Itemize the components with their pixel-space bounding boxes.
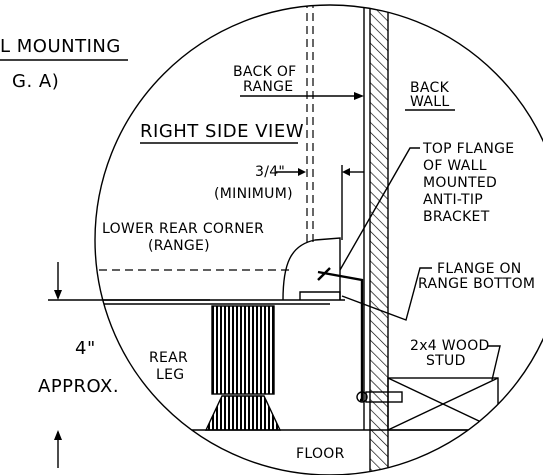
rear-leg-label-1: REAR — [149, 350, 188, 366]
range-bottom-flange — [299, 291, 341, 300]
height-note: APPROX. — [38, 376, 119, 397]
bracket-top-flange — [317, 267, 331, 281]
rear-leg-foot — [204, 395, 282, 431]
rear-leg-label-2: LEG — [156, 367, 184, 383]
screw-head — [356, 391, 368, 403]
anti-tip-bracket — [317, 270, 364, 402]
dimension-value: 3/4" — [255, 164, 285, 180]
stud-cross-b — [387, 377, 499, 431]
height-arrow-up — [54, 430, 62, 440]
height-arrow-down — [54, 290, 62, 300]
header-line-1: L MOUNTING — [0, 36, 121, 57]
top-flange-label-4: ANTI-TIP — [423, 192, 483, 208]
top-flange-label-2: OF WALL — [423, 158, 487, 174]
back-of-range-arrowhead — [354, 92, 364, 100]
rear-leg — [211, 305, 275, 395]
dimension-arrow-right — [342, 168, 350, 176]
top-flange-leader — [339, 147, 420, 271]
back-of-range-label-2: RANGE — [243, 79, 293, 95]
header-line-2: G. A) — [12, 71, 59, 92]
stud-label-2: STUD — [426, 353, 466, 369]
flange-on-leader — [341, 267, 432, 321]
height-value: 4" — [75, 338, 96, 359]
back-of-range-label-1: BACK OF — [233, 64, 297, 80]
back-wall-label-2: WALL — [410, 94, 449, 110]
top-flange-label-3: MOUNTED — [423, 175, 497, 191]
flange-on-label-2: RANGE BOTTOM — [418, 276, 535, 292]
top-flange-label-1: TOP FLANGE — [422, 141, 514, 157]
top-flange-label-5: BRACKET — [423, 209, 490, 225]
flange-on-label-1: FLANGE ON — [437, 261, 522, 277]
detail-circle — [94, 4, 543, 475]
right-side-view-label: RIGHT SIDE VIEW — [140, 121, 304, 142]
back-wall-label-1: BACK — [410, 80, 450, 96]
stud-label-1: 2x4 WOOD — [410, 338, 490, 354]
stud-leader — [488, 345, 501, 381]
dimension-arrow-left — [298, 168, 306, 176]
lower-rear-corner-label-2: (RANGE) — [148, 238, 210, 254]
dimension-note: (MINIMUM) — [214, 186, 293, 202]
floor-label: FLOOR — [296, 446, 345, 462]
back-wall — [370, 5, 388, 475]
screw-shank — [365, 391, 403, 403]
rear-corner-curve — [282, 237, 341, 301]
lower-rear-corner-label-1: LOWER REAR CORNER — [102, 221, 264, 237]
